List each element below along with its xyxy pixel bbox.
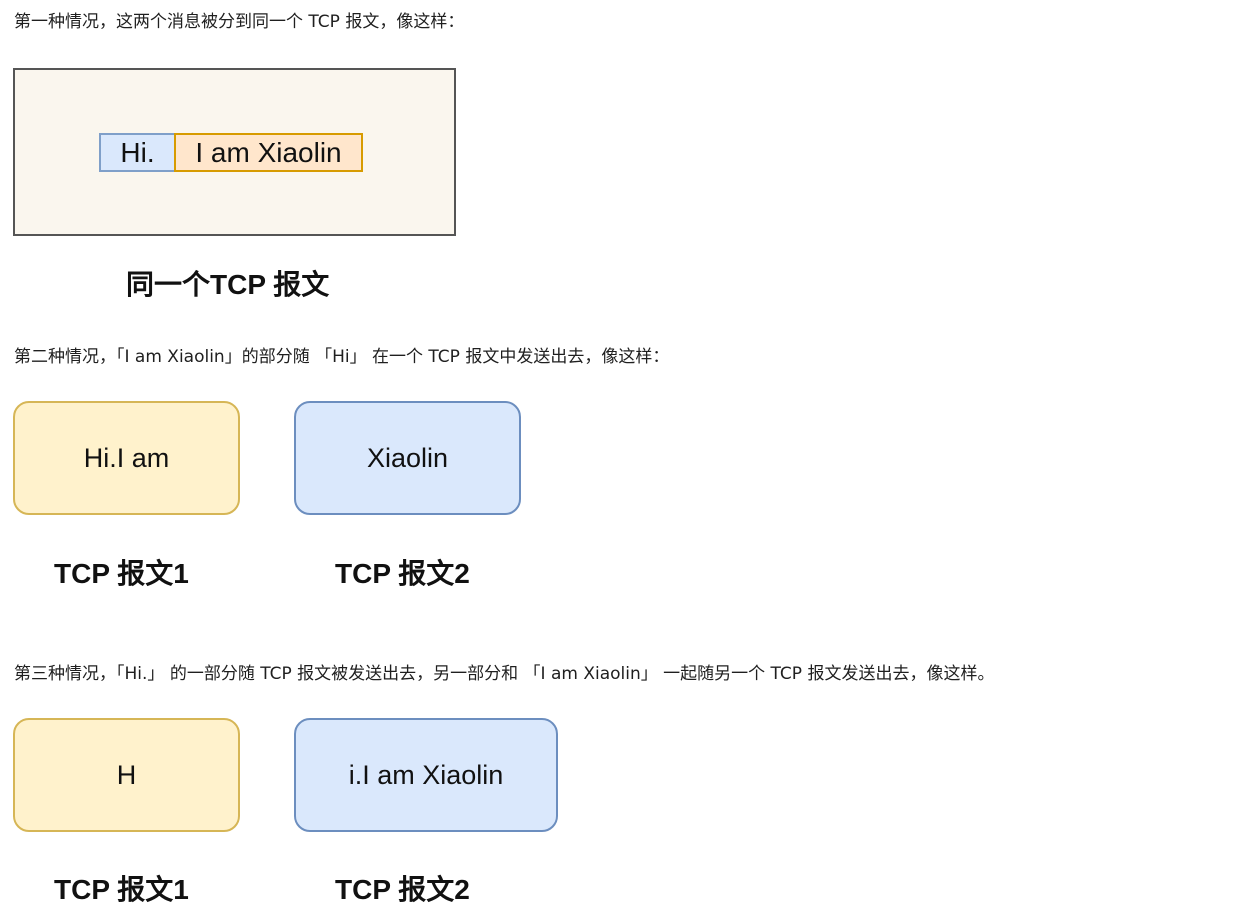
message-i-am-xiaolin-block: I am Xiaolin: [174, 133, 363, 172]
tcp-packet-1-caption: TCP 报文1: [54, 558, 189, 589]
message-hi-block: Hi.: [99, 133, 176, 172]
paragraph-case-two: 第二种情况，「I am Xiaolin」的部分随 「Hi」 在一个 TCP 报文…: [14, 347, 670, 367]
tcp-packet-2-box: i.I am Xiaolin: [294, 718, 558, 832]
tcp-packet-2-caption: TCP 报文2: [335, 874, 470, 905]
figure1-caption: 同一个TCP 报文: [126, 269, 330, 300]
tcp-packet-1-box: H: [13, 718, 240, 832]
tcp-packet-2-caption: TCP 报文2: [335, 558, 470, 589]
paragraph-case-three: 第三种情况，「Hi.」 的一部分随 TCP 报文被发送出去，另一部分和 「I a…: [14, 664, 995, 684]
tcp-packet-2-box: Xiaolin: [294, 401, 521, 515]
paragraph-case-one: 第一种情况，这两个消息被分到同一个 TCP 报文，像这样：: [14, 12, 465, 32]
tcp-packet-1-caption: TCP 报文1: [54, 874, 189, 905]
tcp-packet-1-box: Hi.I am: [13, 401, 240, 515]
